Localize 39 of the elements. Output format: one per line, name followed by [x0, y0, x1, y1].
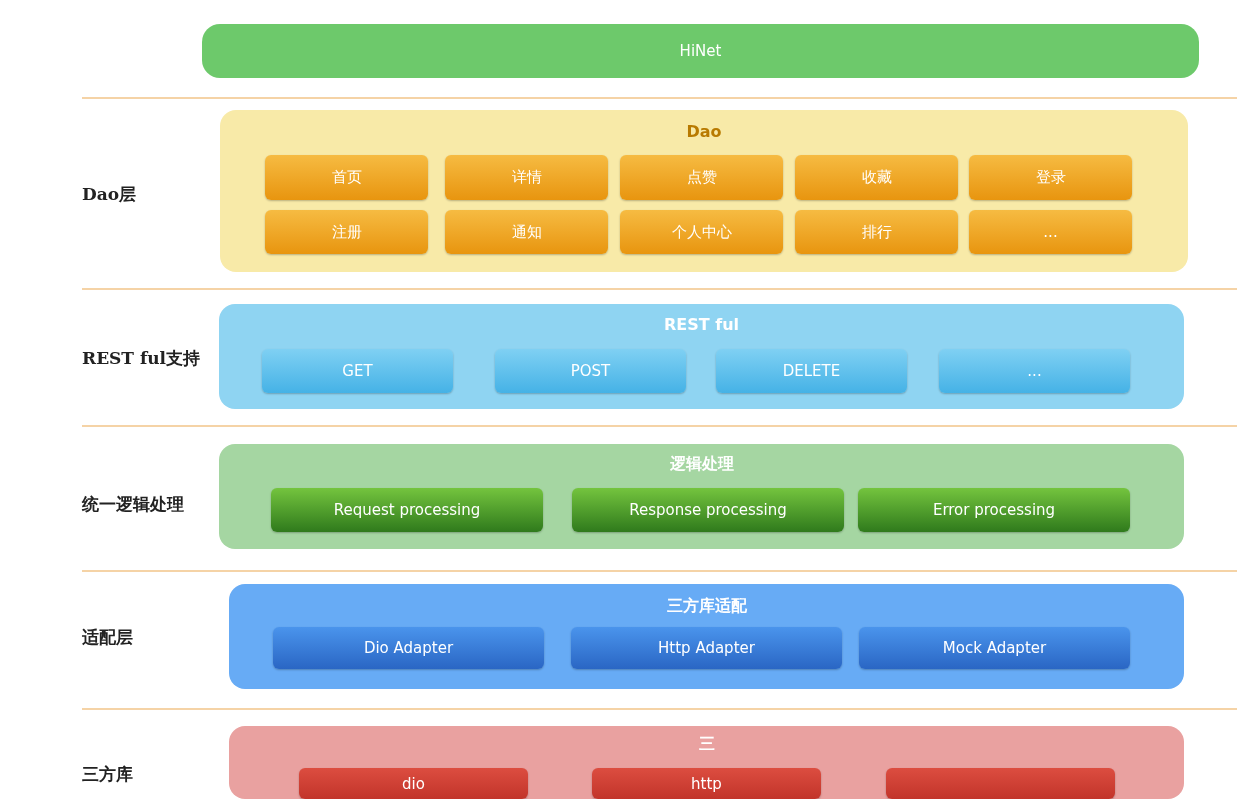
panel-title: 三 [697, 734, 716, 755]
hinet-bar: HiNet [202, 24, 1199, 78]
module-box: Http Adapter [571, 627, 842, 669]
layer-label: Dao层 [82, 183, 137, 206]
layer-panel [219, 304, 1184, 409]
layer-label: 适配层 [82, 626, 133, 649]
module-box: 登录 [969, 155, 1132, 200]
module-box: 排行 [795, 210, 958, 254]
module-box: ... [939, 349, 1130, 393]
panel-title: 三方库适配 [665, 596, 748, 617]
layer-label: 统一逻辑处理 [82, 493, 184, 516]
module-box: 个人中心 [620, 210, 783, 254]
module-box: 首页 [265, 155, 428, 200]
module-box: POST [495, 349, 686, 393]
module-box: 通知 [445, 210, 608, 254]
module-box: 点赞 [620, 155, 783, 200]
layer-label: 三方库 [82, 763, 133, 786]
module-box: 收藏 [795, 155, 958, 200]
layer-panel [229, 726, 1184, 799]
module-box: http [592, 768, 821, 799]
layer-panel [220, 110, 1188, 272]
layer-panel [229, 584, 1184, 689]
module-box: dio [299, 768, 528, 799]
panel-title: REST ful [662, 315, 741, 334]
module-box: Mock Adapter [859, 627, 1130, 669]
layer-label: REST ful支持 [82, 347, 201, 370]
module-box: ... [969, 210, 1132, 254]
module-box: GET [262, 349, 453, 393]
module-box: 详情 [445, 155, 608, 200]
module-box: Response processing [572, 488, 844, 532]
module-box [886, 768, 1115, 799]
panel-title: 逻辑处理 [668, 454, 735, 475]
panel-title: Dao [685, 122, 723, 141]
module-box: Error processing [858, 488, 1130, 532]
module-box: 注册 [265, 210, 428, 254]
module-box: Dio Adapter [273, 627, 544, 669]
layer-panel [219, 444, 1184, 549]
module-box: DELETE [716, 349, 907, 393]
module-box: Request processing [271, 488, 543, 532]
